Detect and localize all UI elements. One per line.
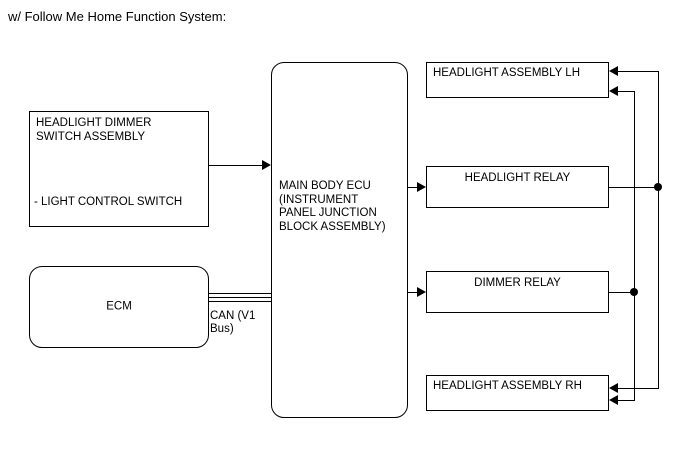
arrowhead-dimmer-relay-to-lh	[609, 86, 618, 96]
box-headlight-relay: HEADLIGHT RELAY	[426, 166, 609, 208]
can-conductor-2	[209, 297, 271, 298]
box-headlight-relay-label: HEADLIGHT RELAY	[464, 172, 571, 184]
box-headlight-dimmer-switch-assembly: HEADLIGHT DIMMER SWITCH ASSEMBLY - LIGHT…	[29, 111, 209, 227]
box-headlight-dimmer-switch-assembly-sublabel: - LIGHT CONTROL SWITCH	[34, 196, 183, 208]
arrowhead-headlight-relay-to-rh	[609, 383, 618, 393]
arrowhead-ecu-to-headlight-relay	[417, 182, 426, 192]
wire-dimmer-relay-to-lh	[618, 91, 635, 92]
arrowhead-ecu-to-dimmer-relay	[417, 287, 426, 297]
wire-can-bus-bundle	[209, 293, 271, 303]
wire-dimmer-relay-to-rh	[618, 400, 635, 401]
box-headlight-assembly-rh: HEADLIGHT ASSEMBLY RH	[426, 375, 609, 411]
wire-ecu-to-dimmer-relay	[408, 292, 418, 293]
wire-headlight-relay-to-lh	[618, 71, 659, 72]
box-dimmer-relay: DIMMER RELAY	[426, 271, 609, 313]
box-ecm-label: ECM	[106, 300, 132, 313]
can-conductor-3	[209, 301, 271, 302]
wire-ecu-to-headlight-relay	[408, 187, 418, 188]
box-dimmer-relay-label: DIMMER RELAY	[474, 277, 561, 289]
box-headlight-assembly-lh-label: HEADLIGHT ASSEMBLY LH	[433, 67, 581, 79]
can-conductor-1	[209, 293, 271, 294]
bus-headlight-relay-vertical	[658, 71, 659, 388]
box-headlight-dimmer-switch-assembly-label: HEADLIGHT DIMMER SWITCH ASSEMBLY	[36, 117, 152, 143]
box-headlight-assembly-lh: HEADLIGHT ASSEMBLY LH	[426, 62, 609, 98]
box-main-body-ecu-label: MAIN BODY ECU (INSTRUMENT PANEL JUNCTION…	[279, 180, 386, 233]
wire-dimmer-switch-to-ecu	[209, 165, 263, 166]
arrowhead-dimmer-relay-to-rh	[609, 395, 618, 405]
wire-headlight-relay-to-rh	[618, 388, 659, 389]
bus-dimmer-relay-vertical	[634, 91, 635, 400]
box-main-body-ecu: MAIN BODY ECU (INSTRUMENT PANEL JUNCTION…	[271, 62, 408, 418]
can-bus-label: CAN (V1 Bus)	[210, 310, 256, 335]
diagram-title: w/ Follow Me Home Function System:	[8, 9, 227, 24]
box-ecm: ECM	[29, 266, 209, 348]
arrowhead-dimmer-switch-to-ecu	[262, 160, 271, 170]
arrowhead-headlight-relay-to-lh	[609, 66, 618, 76]
box-headlight-assembly-rh-label: HEADLIGHT ASSEMBLY RH	[433, 380, 582, 392]
wire-dimmer-relay-output	[609, 292, 635, 293]
